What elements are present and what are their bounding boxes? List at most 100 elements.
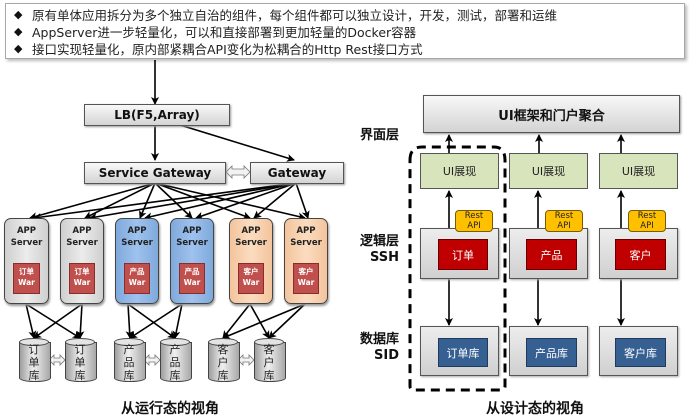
diamond-bullet-icon: ◆ [14, 25, 23, 38]
war-label: War [128, 278, 146, 287]
app-server-title: Server [121, 238, 153, 248]
app-server-title: APP [16, 226, 37, 236]
db-box: 客户库 [615, 338, 666, 367]
app-server-title: Server [290, 238, 322, 248]
portal-label: UI框架和门户聚合 [498, 108, 605, 124]
service-box: 产品 [526, 239, 577, 270]
summary-text: 原有单体应用拆分为多个独立自治的组件，每个组件都可以独立设计，开发，测试，部署和… [32, 8, 558, 23]
db-char: 库 [169, 369, 181, 382]
app-server-title: APP [182, 226, 202, 236]
rest-label: Rest [637, 211, 657, 221]
app-server-title: APP [72, 226, 92, 236]
db-char: 库 [217, 369, 229, 382]
db-label: 订单库 [446, 346, 480, 360]
db-char: 单 [74, 356, 86, 369]
database-cylinder: 客户库 [254, 338, 286, 382]
service-box: 订单 [438, 239, 488, 270]
war-package: 客户 War [293, 263, 319, 294]
service-label: 客户 [629, 248, 652, 262]
db-label: 客户库 [624, 346, 657, 360]
ui-presentation-label: UI展现 [531, 165, 566, 178]
war-name: 订单 [74, 267, 90, 276]
api-label: API [640, 221, 654, 231]
design-arrows [445, 134, 625, 326]
summary-text: 接口实现轻量化，原内部紧耦合API变化为松耦合的Http Rest接口方式 [32, 42, 423, 57]
service-box: 客户 [615, 239, 666, 270]
war-label: War [18, 278, 35, 287]
app-server: APP Server 订单 War [4, 218, 49, 304]
load-balancer-label: LB(F5,Array) [114, 108, 200, 122]
db-char: 库 [28, 369, 40, 382]
db-char: 产 [169, 343, 181, 356]
app-server-title: Server [235, 238, 267, 248]
gateway-label: Gateway [267, 166, 327, 180]
sync-arrow-db-customer [237, 354, 255, 366]
api-label: API [557, 221, 571, 231]
db-char: 单 [28, 356, 40, 369]
runtime-caption: 从运行态的视角 [121, 401, 219, 417]
war-name: 产品 [184, 267, 200, 276]
war-label: War [183, 278, 201, 287]
database-cylinder: 订单库 [65, 338, 97, 382]
service-gateway-label: Service Gateway [98, 166, 212, 180]
db-char: 户 [217, 356, 229, 369]
arrow-lb-to-gateway [179, 124, 295, 162]
database-cylinder: 产品库 [160, 338, 192, 382]
app-server: APP Server 订单 War [60, 218, 104, 304]
db-char: 产 [123, 343, 135, 356]
app-server: APP Server 产品 War [170, 218, 214, 304]
db-char: 库 [263, 369, 275, 382]
db-char: 客 [263, 343, 275, 356]
api-label: API [467, 221, 481, 231]
app-server-title: APP [296, 226, 316, 236]
sync-arrow-gateways [225, 165, 251, 179]
gateway-fanout [33, 182, 310, 222]
app-server: APP Server 客户 War [284, 218, 328, 304]
load-balancer-box: LB(F5,Array) [84, 104, 230, 126]
app-to-db-arrows [25, 303, 306, 340]
rest-label: Rest [554, 211, 574, 221]
gateway-box: Gateway [250, 162, 344, 184]
diamond-bullet-icon: ◆ [14, 42, 23, 55]
db-char: 订 [28, 343, 40, 356]
service-gateway-box: Service Gateway [84, 162, 226, 184]
app-server-title: Server [66, 238, 98, 248]
app-server-title: APP [127, 226, 147, 236]
war-name: 订单 [19, 267, 34, 276]
app-server-title: APP [241, 226, 261, 236]
ui-presentation-label: UI展现 [442, 165, 477, 178]
service-label: 产品 [540, 248, 563, 262]
db-char: 客 [217, 343, 229, 356]
service-gateway-fanout [29, 182, 306, 221]
service-label: 订单 [452, 248, 474, 262]
layer-label-text: SSH [369, 250, 399, 265]
war-name: 客户 [243, 267, 259, 276]
portal-box: UI框架和门户聚合 [423, 95, 680, 133]
db-box: 订单库 [438, 338, 488, 367]
layer-label-ui: 界面层 [359, 128, 399, 143]
war-label: War [73, 278, 91, 287]
layer-label-text: 逻辑层 [359, 234, 399, 249]
db-char: 户 [263, 356, 275, 369]
war-name: 客户 [298, 267, 314, 276]
summary-text: AppServer进一步轻量化，可以和直接部署到更加轻量的Docker容器 [32, 25, 417, 40]
app-server-title: Server [176, 238, 208, 248]
app-server-title: Server [10, 238, 43, 248]
war-package: 订单 War [13, 263, 40, 294]
ui-presentation-box: UI展现 [599, 153, 678, 189]
war-label: War [297, 278, 315, 287]
ui-presentation-label: UI展现 [621, 165, 656, 178]
db-char: 品 [123, 356, 135, 369]
summary-panel: ◆ 原有单体应用拆分为多个独立自治的组件，每个组件都可以独立设计，开发，测试，部署… [5, 3, 685, 59]
database-cylinder: 产品库 [114, 338, 146, 382]
